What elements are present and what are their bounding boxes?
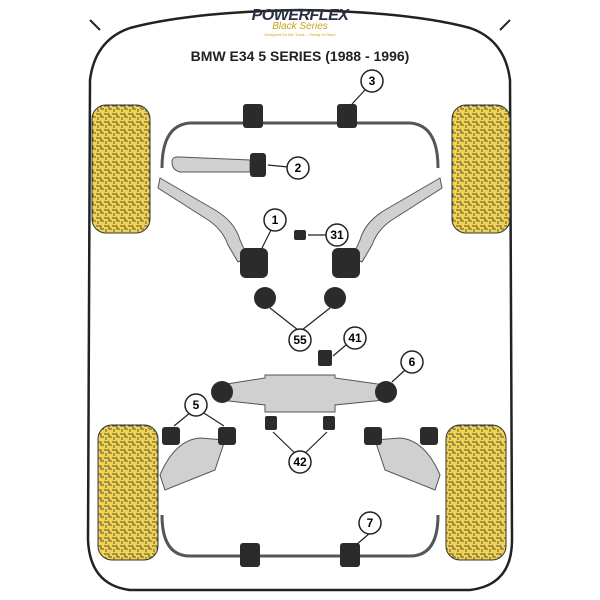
- svg-text:41: 41: [348, 331, 362, 345]
- bush-5-b: [218, 427, 236, 445]
- bush-55-left: [254, 287, 276, 309]
- bush-55-right: [324, 287, 346, 309]
- svg-text:3: 3: [369, 74, 376, 88]
- callout-41: 41: [343, 326, 367, 350]
- svg-text:31: 31: [330, 228, 344, 242]
- callout-42: 42: [288, 450, 312, 474]
- logo-series: Black Series: [272, 21, 328, 32]
- bush-7-right: [340, 543, 360, 567]
- bush-41: [318, 350, 332, 366]
- callouts: 3 2 1 31 55 41 6 5 42 7: [184, 69, 424, 535]
- bush-2: [250, 153, 266, 177]
- logo-brand: POWERFLEX: [251, 7, 349, 24]
- bush-5-d: [420, 427, 438, 445]
- tyre-rear-left: [97, 424, 159, 561]
- svg-text:7: 7: [367, 516, 374, 530]
- front-control-arm-left: [157, 177, 249, 263]
- tyre-front-right: [451, 104, 511, 234]
- front-radius-arm: [171, 156, 251, 173]
- bush-6-right: [375, 381, 397, 403]
- bush-31: [294, 230, 306, 240]
- logo-tagline: Designed for the Track – Ready to Race: [264, 32, 336, 37]
- bush-42-right: [323, 416, 335, 430]
- bush-5-c: [364, 427, 382, 445]
- callout-7: 7: [358, 511, 382, 535]
- svg-text:1: 1: [272, 213, 279, 227]
- car-body-outline: [86, 8, 514, 592]
- bush-3-right: [337, 104, 357, 128]
- diagram-title: BMW E34 5 SERIES (1988 - 1996): [190, 48, 410, 64]
- rear-anti-roll-bar: [160, 514, 440, 558]
- svg-text:55: 55: [293, 333, 307, 347]
- bush-7-left: [240, 543, 260, 567]
- bush-6-left: [211, 381, 233, 403]
- tyre-front-left: [91, 104, 151, 234]
- svg-text:2: 2: [295, 161, 302, 175]
- svg-text:42: 42: [293, 455, 307, 469]
- front-control-arm-right: [351, 177, 443, 263]
- svg-text:5: 5: [193, 398, 200, 412]
- front-anti-roll-bar: [160, 121, 440, 169]
- svg-text:6: 6: [409, 355, 416, 369]
- callout-55: 55: [288, 328, 312, 352]
- powerflex-logo: POWERFLEX Black Series Designed for the …: [250, 8, 350, 38]
- bush-42-left: [265, 416, 277, 430]
- bush-1-right: [332, 248, 360, 278]
- callout-6: 6: [400, 350, 424, 374]
- callout-1: 1: [263, 208, 287, 232]
- bush-3-left: [243, 104, 263, 128]
- tyre-rear-right: [445, 424, 507, 561]
- bush-1-left: [240, 248, 268, 278]
- bush-5-a: [162, 427, 180, 445]
- callout-5: 5: [184, 393, 208, 417]
- callout-2: 2: [286, 156, 310, 180]
- rear-trailing-arm-left: [159, 437, 226, 491]
- rear-trailing-arm-right: [374, 437, 441, 491]
- callout-3: 3: [360, 69, 384, 93]
- callout-31: 31: [325, 223, 349, 247]
- rear-subframe: [219, 374, 386, 413]
